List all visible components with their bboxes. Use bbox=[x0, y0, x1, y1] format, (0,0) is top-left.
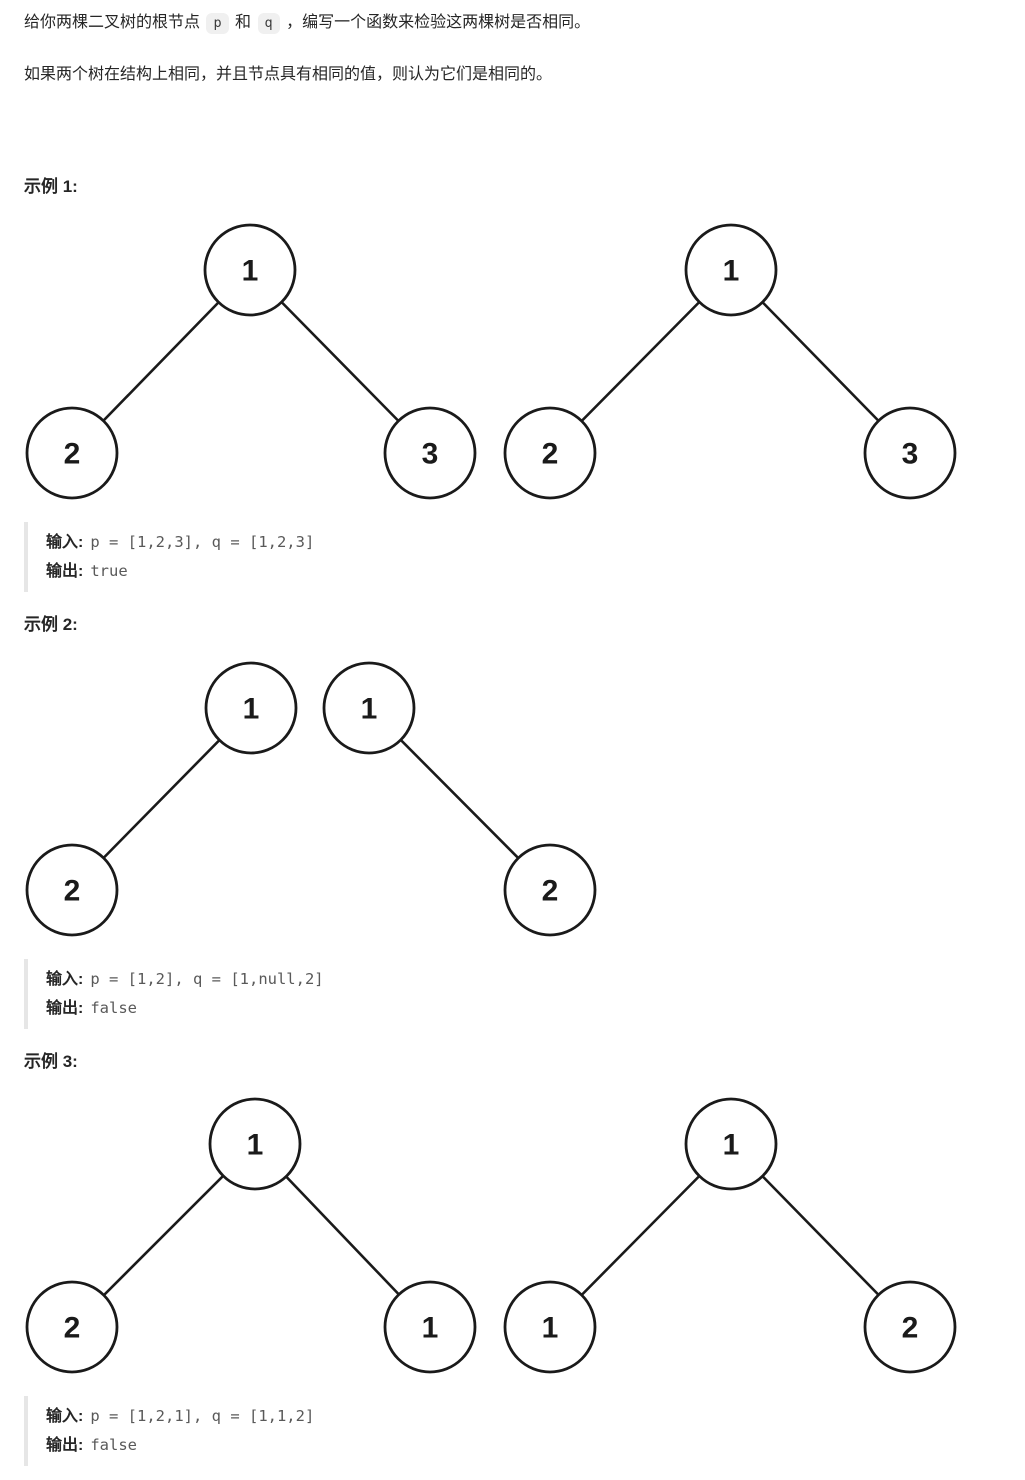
tree-node bbox=[863, 406, 957, 500]
example-3-input-line: 输入: p = [1,2,1], q = [1,1,2] bbox=[46, 1402, 1001, 1431]
tree-node-value: 1 bbox=[723, 255, 740, 288]
output-value: false bbox=[90, 999, 138, 1017]
example-2-section: 示例 2: 1 2 1 2 输入: p = [1,2], q = [1,null,2] … bbox=[24, 614, 1001, 1029]
example-1-output-line: 输出: true bbox=[46, 557, 1001, 586]
tree-node bbox=[383, 406, 477, 500]
example-2-io-block: 输入: p = [1,2], q = [1,null,2] 输出: false bbox=[24, 959, 1001, 1029]
example-3-io-block: 输入: p = [1,2,1], q = [1,1,2] 输出: false bbox=[24, 1396, 1001, 1466]
output-value: false bbox=[90, 1436, 138, 1454]
tree-node bbox=[25, 843, 119, 937]
output-label: 输出: bbox=[46, 1437, 84, 1454]
tree-node bbox=[208, 1097, 302, 1191]
tree-node-value: 1 bbox=[723, 1129, 740, 1162]
inline-code-chip: q bbox=[257, 13, 280, 34]
tree-node bbox=[863, 1280, 957, 1374]
tree-node bbox=[322, 661, 416, 755]
tree-node-value: 1 bbox=[542, 1312, 559, 1345]
tree-node-value: 1 bbox=[243, 693, 260, 726]
tree-node bbox=[684, 223, 778, 317]
example-1-input-line: 输入: p = [1,2,3], q = [1,2,3] bbox=[46, 528, 1001, 557]
tree-node bbox=[383, 1280, 477, 1374]
example-1-io-block: 输入: p = [1,2,3], q = [1,2,3] 输出: true bbox=[24, 522, 1001, 592]
input-label: 输入: bbox=[46, 1408, 84, 1425]
example-3-heading: 示例 3: bbox=[24, 1052, 78, 1071]
example-2-input-line: 输入: p = [1,2], q = [1,null,2] bbox=[46, 965, 1001, 994]
tree-node bbox=[503, 406, 597, 500]
output-label: 输出: bbox=[46, 1000, 84, 1017]
tree-node-value: 1 bbox=[422, 1312, 439, 1345]
tree-node-value: 3 bbox=[902, 438, 919, 471]
problem-statement-paragraph: 给你两棵二叉树的根节点 p 和 q ，编写一个函数来检验这两棵树是否相同。 bbox=[24, 12, 1001, 34]
tree-node-value: 2 bbox=[64, 438, 81, 471]
example-3-output-line: 输出: false bbox=[46, 1431, 1001, 1460]
tree-node-value: 2 bbox=[902, 1312, 919, 1345]
input-value: p = [1,2,1], q = [1,1,2] bbox=[90, 1407, 315, 1425]
example-1-heading: 示例 1: bbox=[24, 177, 78, 196]
tree-node bbox=[25, 406, 119, 500]
example-2-output-line: 输出: false bbox=[46, 994, 1001, 1023]
output-label: 输出: bbox=[46, 563, 84, 580]
inline-code-chip: p bbox=[206, 13, 229, 34]
example-2-heading: 示例 2: bbox=[24, 615, 78, 634]
output-value: true bbox=[90, 562, 128, 580]
tree-node-value: 1 bbox=[242, 255, 259, 288]
example-3-tree-diagram: 1 2 1 1 1 2 bbox=[25, 1097, 957, 1374]
tree-node-value: 2 bbox=[64, 875, 81, 908]
tree-node bbox=[204, 661, 298, 755]
tree-node-value: 3 bbox=[422, 438, 439, 471]
example-3-section: 示例 3: 1 2 1 1 1 2 输入: p = [1,2,1], q = [1,1,2]… bbox=[24, 1051, 1001, 1466]
tree-node-value: 2 bbox=[64, 1312, 81, 1345]
tree-node bbox=[203, 223, 297, 317]
tree-node-value: 2 bbox=[542, 438, 559, 471]
input-label: 输入: bbox=[46, 534, 84, 551]
example-1-tree-diagram: 1 2 3 1 2 3 bbox=[25, 223, 957, 500]
input-label: 输入: bbox=[46, 971, 84, 988]
problem-definition-paragraph: 如果两个树在结构上相同，并且节点具有相同的值，则认为它们是相同的。 bbox=[24, 66, 553, 83]
input-value: p = [1,2], q = [1,null,2] bbox=[90, 970, 324, 988]
tree-node-value: 1 bbox=[247, 1129, 264, 1162]
tree-node-value: 2 bbox=[542, 875, 559, 908]
tree-node bbox=[503, 843, 597, 937]
tree-node bbox=[684, 1097, 778, 1191]
tree-node bbox=[25, 1280, 119, 1374]
input-value: p = [1,2,3], q = [1,2,3] bbox=[90, 533, 315, 551]
example-2-tree-diagram: 1 2 1 2 bbox=[25, 661, 597, 937]
tree-node-value: 1 bbox=[361, 693, 378, 726]
example-1-section: 示例 1: 1 2 3 1 2 3 输入: p = [1,2,3], q = [1,2,3]… bbox=[24, 176, 1001, 592]
tree-node bbox=[503, 1280, 597, 1374]
